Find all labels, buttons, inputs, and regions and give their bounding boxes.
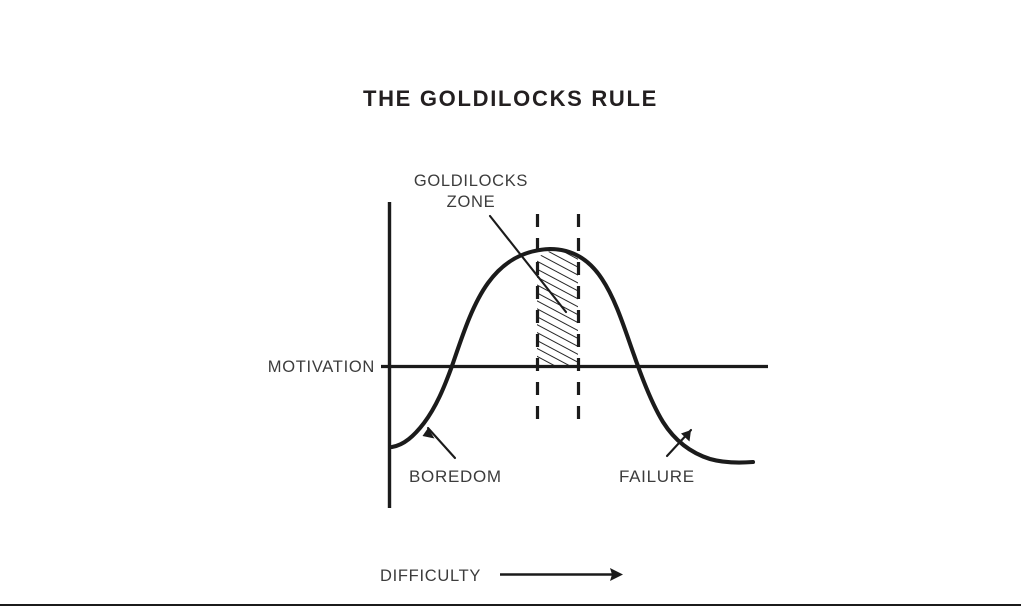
boredom-arrowhead [422, 428, 435, 439]
motivation-curve [389, 246, 756, 465]
goldilocks-zone-label-line2: ZONE [447, 193, 496, 211]
footer-divider [0, 604, 1021, 606]
curve-path [389, 246, 756, 465]
goldilocks-zone-shading [537, 250, 578, 366]
boredom-pointer [422, 426, 457, 460]
page-title: THE GOLDILOCKS RULE [362, 86, 659, 111]
failure-arrowhead [681, 430, 691, 442]
failure-label: FAILURE [619, 467, 695, 486]
arrow-up-left-icon [426, 426, 457, 460]
x-axis-label: DIFFICULTY [380, 567, 481, 585]
goldilocks-zone-label-line1: GOLDILOCKS [414, 172, 528, 190]
leader-line-icon [488, 214, 568, 314]
difficulty-arrowhead [610, 568, 623, 581]
difficulty-axis-arrow [500, 568, 623, 581]
axes [381, 202, 768, 508]
boredom-label: BOREDOM [409, 467, 502, 486]
zone-hatch-fill [537, 250, 578, 366]
failure-pointer [665, 428, 693, 458]
y-axis-label: MOTIVATION [268, 358, 375, 376]
goldilocks-zone-leader [488, 214, 568, 314]
